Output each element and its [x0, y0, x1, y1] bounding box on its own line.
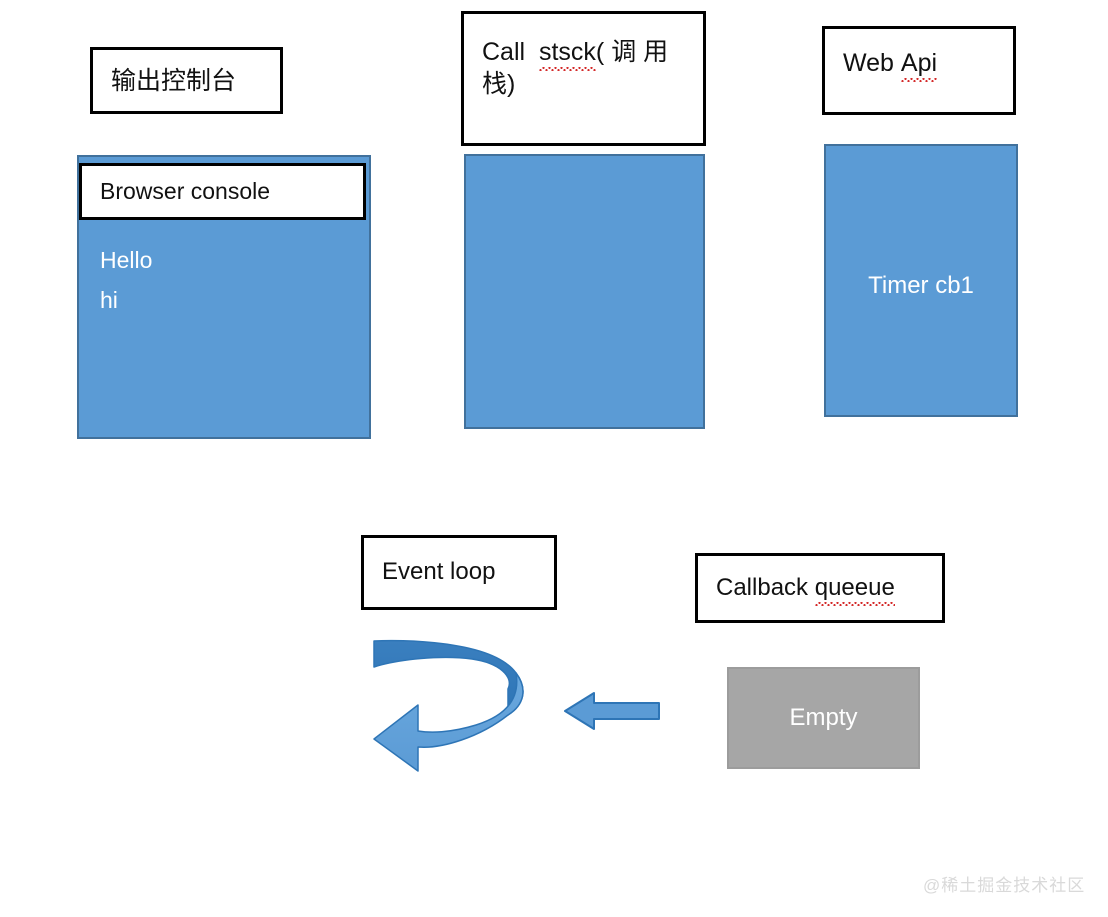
output-console-title-label: 输出控制台 [111, 66, 237, 95]
callback-queue-panel-label: Empty [789, 704, 858, 731]
left-arrow-icon [564, 692, 660, 730]
event-loop-title-box: Event loop [361, 535, 557, 610]
event-loop-cycle-arrow [368, 633, 540, 773]
console-line-1: Hello [100, 247, 153, 273]
web-api-prefix: Web [843, 49, 901, 77]
callback-queue-title-label: Callback queeue [698, 573, 905, 607]
web-api-misspelled-word: Api [900, 49, 938, 82]
call-stack-misspelled-word: stsck [538, 38, 596, 71]
call-stack-panel [464, 154, 705, 429]
call-stack-prefix: Call [482, 38, 539, 66]
web-api-title-box: Web Api [822, 26, 1016, 115]
callback-queue-prefix: Callback [716, 573, 815, 601]
web-api-panel-label: Timer cb1 [868, 272, 974, 299]
call-stack-title-box: Call stsck( 调 用 栈) [461, 11, 706, 146]
browser-console-header-box: Browser console [79, 163, 366, 220]
event-loop-title-label: Event loop [382, 558, 496, 586]
callback-queue-misspelled-word: queeue [814, 573, 895, 607]
call-stack-title-label: Call stsck( 调 用 栈) [464, 14, 703, 100]
callback-queue-panel: Empty [727, 667, 920, 769]
console-line-2: hi [100, 287, 118, 313]
callback-queue-title-box: Callback queeue [695, 553, 945, 623]
call-stack-suffix: ( 调 用 栈) [482, 38, 676, 98]
output-console-title-box: 输出控制台 [90, 47, 283, 114]
web-api-title-label: Web Api [825, 29, 947, 82]
web-api-panel: Timer cb1 [824, 144, 1018, 417]
browser-console-header-label: Browser console [100, 177, 271, 204]
watermark: @稀土掘金技术社区 [923, 876, 1086, 895]
queue-to-loop-arrow [562, 688, 662, 734]
circular-arrow-icon [373, 639, 524, 772]
